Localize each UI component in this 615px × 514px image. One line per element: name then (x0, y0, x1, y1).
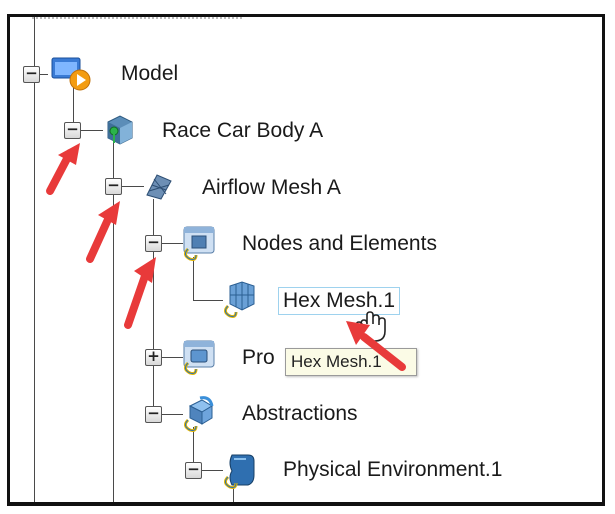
mesh-icon (146, 174, 172, 200)
annotation-arrow (124, 257, 156, 329)
tree-line (153, 414, 183, 415)
tree-line (153, 357, 183, 358)
collapse-toggle-abstractions[interactable]: − (145, 406, 162, 423)
collapse-toggle-race-car-body[interactable]: − (64, 122, 81, 139)
abstractions-icon (183, 396, 214, 432)
physical-environment-icon (223, 454, 255, 489)
tree-line (73, 130, 103, 131)
tree-node-label-abstractions[interactable]: Abstractions (242, 402, 358, 425)
collapse-toggle-physical-environment[interactable]: − (185, 462, 202, 479)
annotation-arrow (46, 143, 80, 195)
tree-panel: − Model − Race Car Body A − Airflow Mesh… (7, 14, 605, 506)
properties-icon (183, 340, 215, 375)
expand-toggle-properties[interactable]: + (145, 349, 162, 366)
tree-line (34, 74, 48, 75)
nodes-elements-icon (183, 226, 215, 261)
collapse-toggle-nodes-elements[interactable]: − (145, 235, 162, 252)
annotation-arrow (86, 201, 120, 263)
tree-line (193, 257, 194, 300)
tree-node-label-properties[interactable]: Pro (242, 346, 275, 369)
tree-line (113, 186, 144, 187)
tree-line (113, 141, 114, 502)
tree-line (233, 487, 234, 502)
tree-node-label-airflow-mesh[interactable]: Airflow Mesh A (202, 176, 341, 199)
tree-line (34, 17, 35, 502)
tree-node-label-model[interactable]: Model (121, 62, 179, 85)
hex-mesh-icon (223, 281, 255, 318)
tree-node-label-physical-environment[interactable]: Physical Environment.1 (283, 458, 503, 481)
tree-node-label-nodes-elements[interactable]: Nodes and Elements (242, 232, 437, 255)
collapse-toggle-airflow-mesh[interactable]: − (105, 178, 122, 195)
tree-line (193, 427, 194, 470)
part-body-icon (107, 115, 133, 145)
clipped-row-fragment (32, 17, 242, 23)
tree-node-label-race-car-body[interactable]: Race Car Body A (162, 119, 324, 142)
tree-line (153, 199, 154, 414)
tree-line (153, 243, 183, 244)
tree-line (193, 470, 223, 471)
collapse-toggle-model[interactable]: − (23, 66, 40, 83)
tree-node-label-hex-mesh[interactable]: Hex Mesh.1 (278, 287, 401, 315)
tree-line (193, 300, 223, 301)
annotation-arrow (346, 321, 406, 371)
model-icon (51, 57, 91, 91)
tree-line (73, 83, 74, 129)
